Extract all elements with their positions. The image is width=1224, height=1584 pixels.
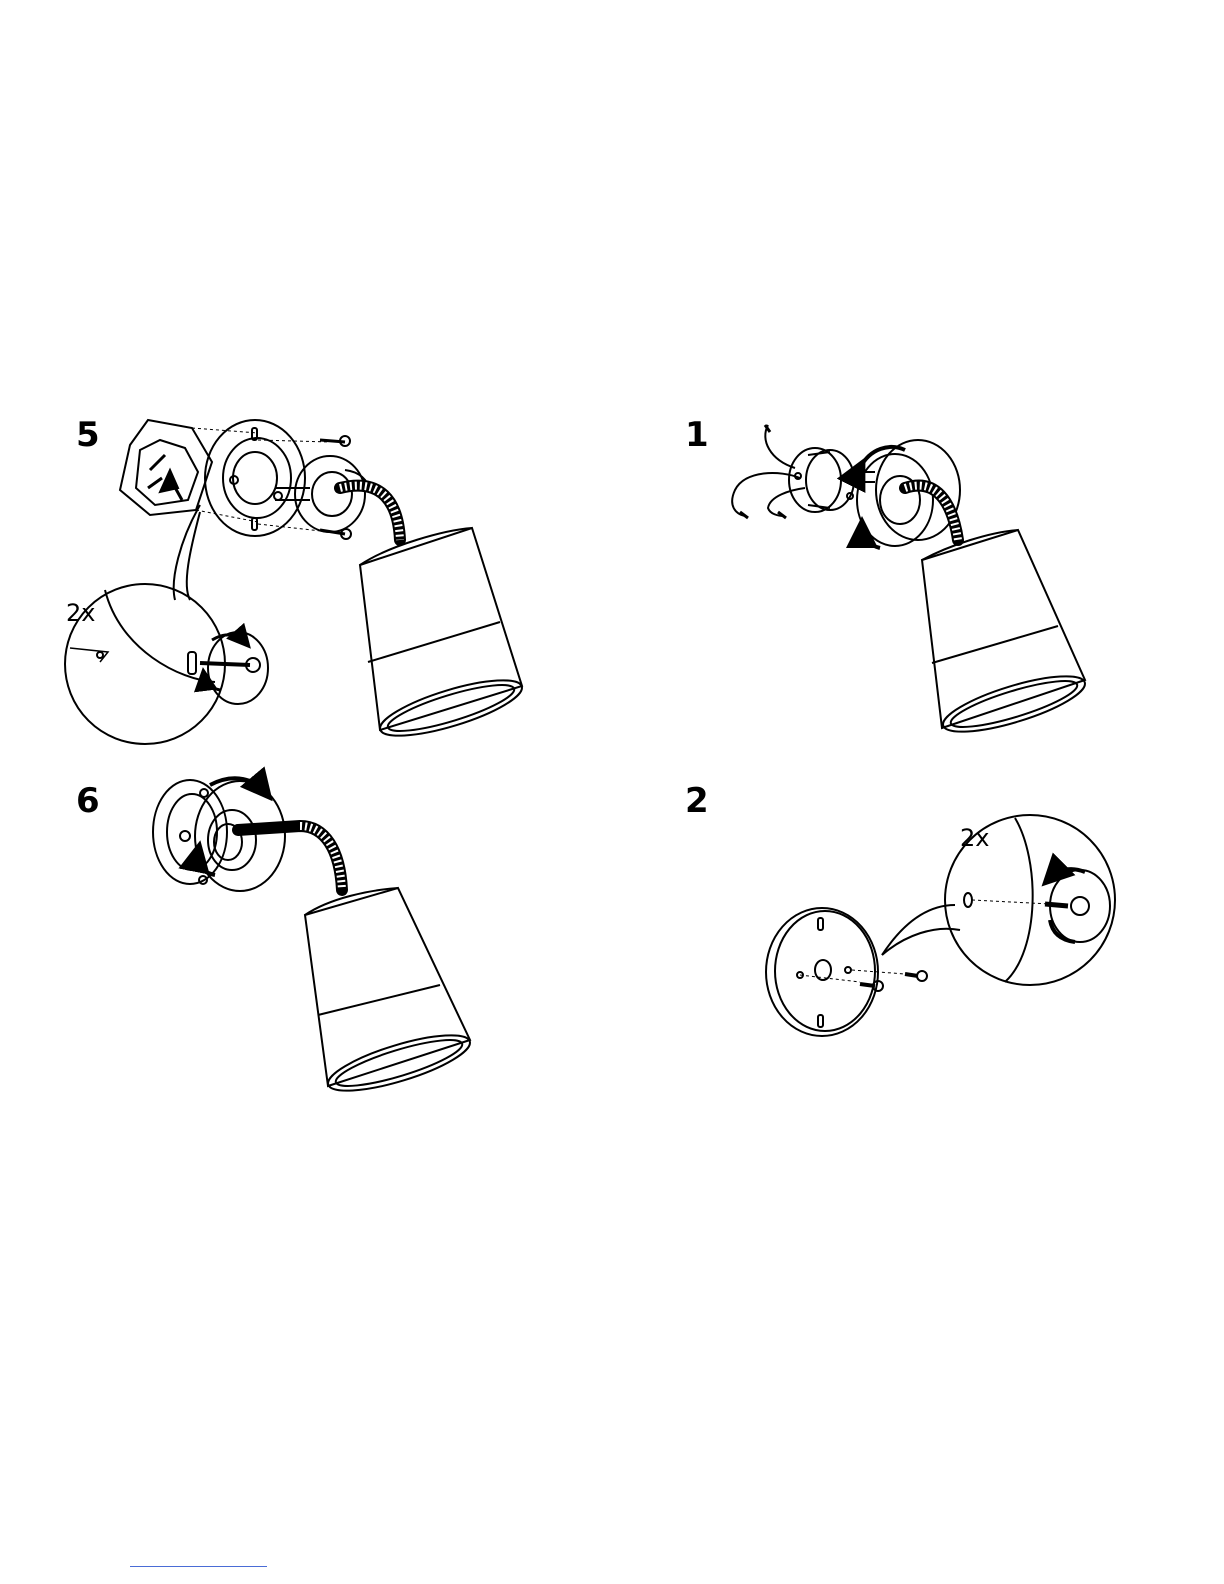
step-1-illustration [732,425,1090,743]
lamp-shade-icon [305,888,475,1102]
cover-ring-icon [295,456,370,532]
quantity-label: 2x [66,601,95,625]
socket-icon [789,448,854,512]
lamp-shade-icon [922,530,1090,743]
footer-rule [130,1566,267,1567]
mounting-plate-icon [766,908,878,1036]
mounting-plate-icon [205,420,305,536]
wires-icon [732,425,805,518]
screw-icon [800,970,927,991]
quantity-label: 2x [960,826,989,850]
step-2-illustration [766,815,1115,1036]
lamp-shade-icon [360,528,527,747]
step-number: 6 [76,784,100,818]
step-6-illustration [153,778,475,1102]
wall-junction-box-icon [120,420,212,515]
step-number: 2 [685,784,709,818]
step-5-illustration [65,420,527,747]
step-number: 5 [76,418,100,452]
step-number: 1 [685,418,709,452]
